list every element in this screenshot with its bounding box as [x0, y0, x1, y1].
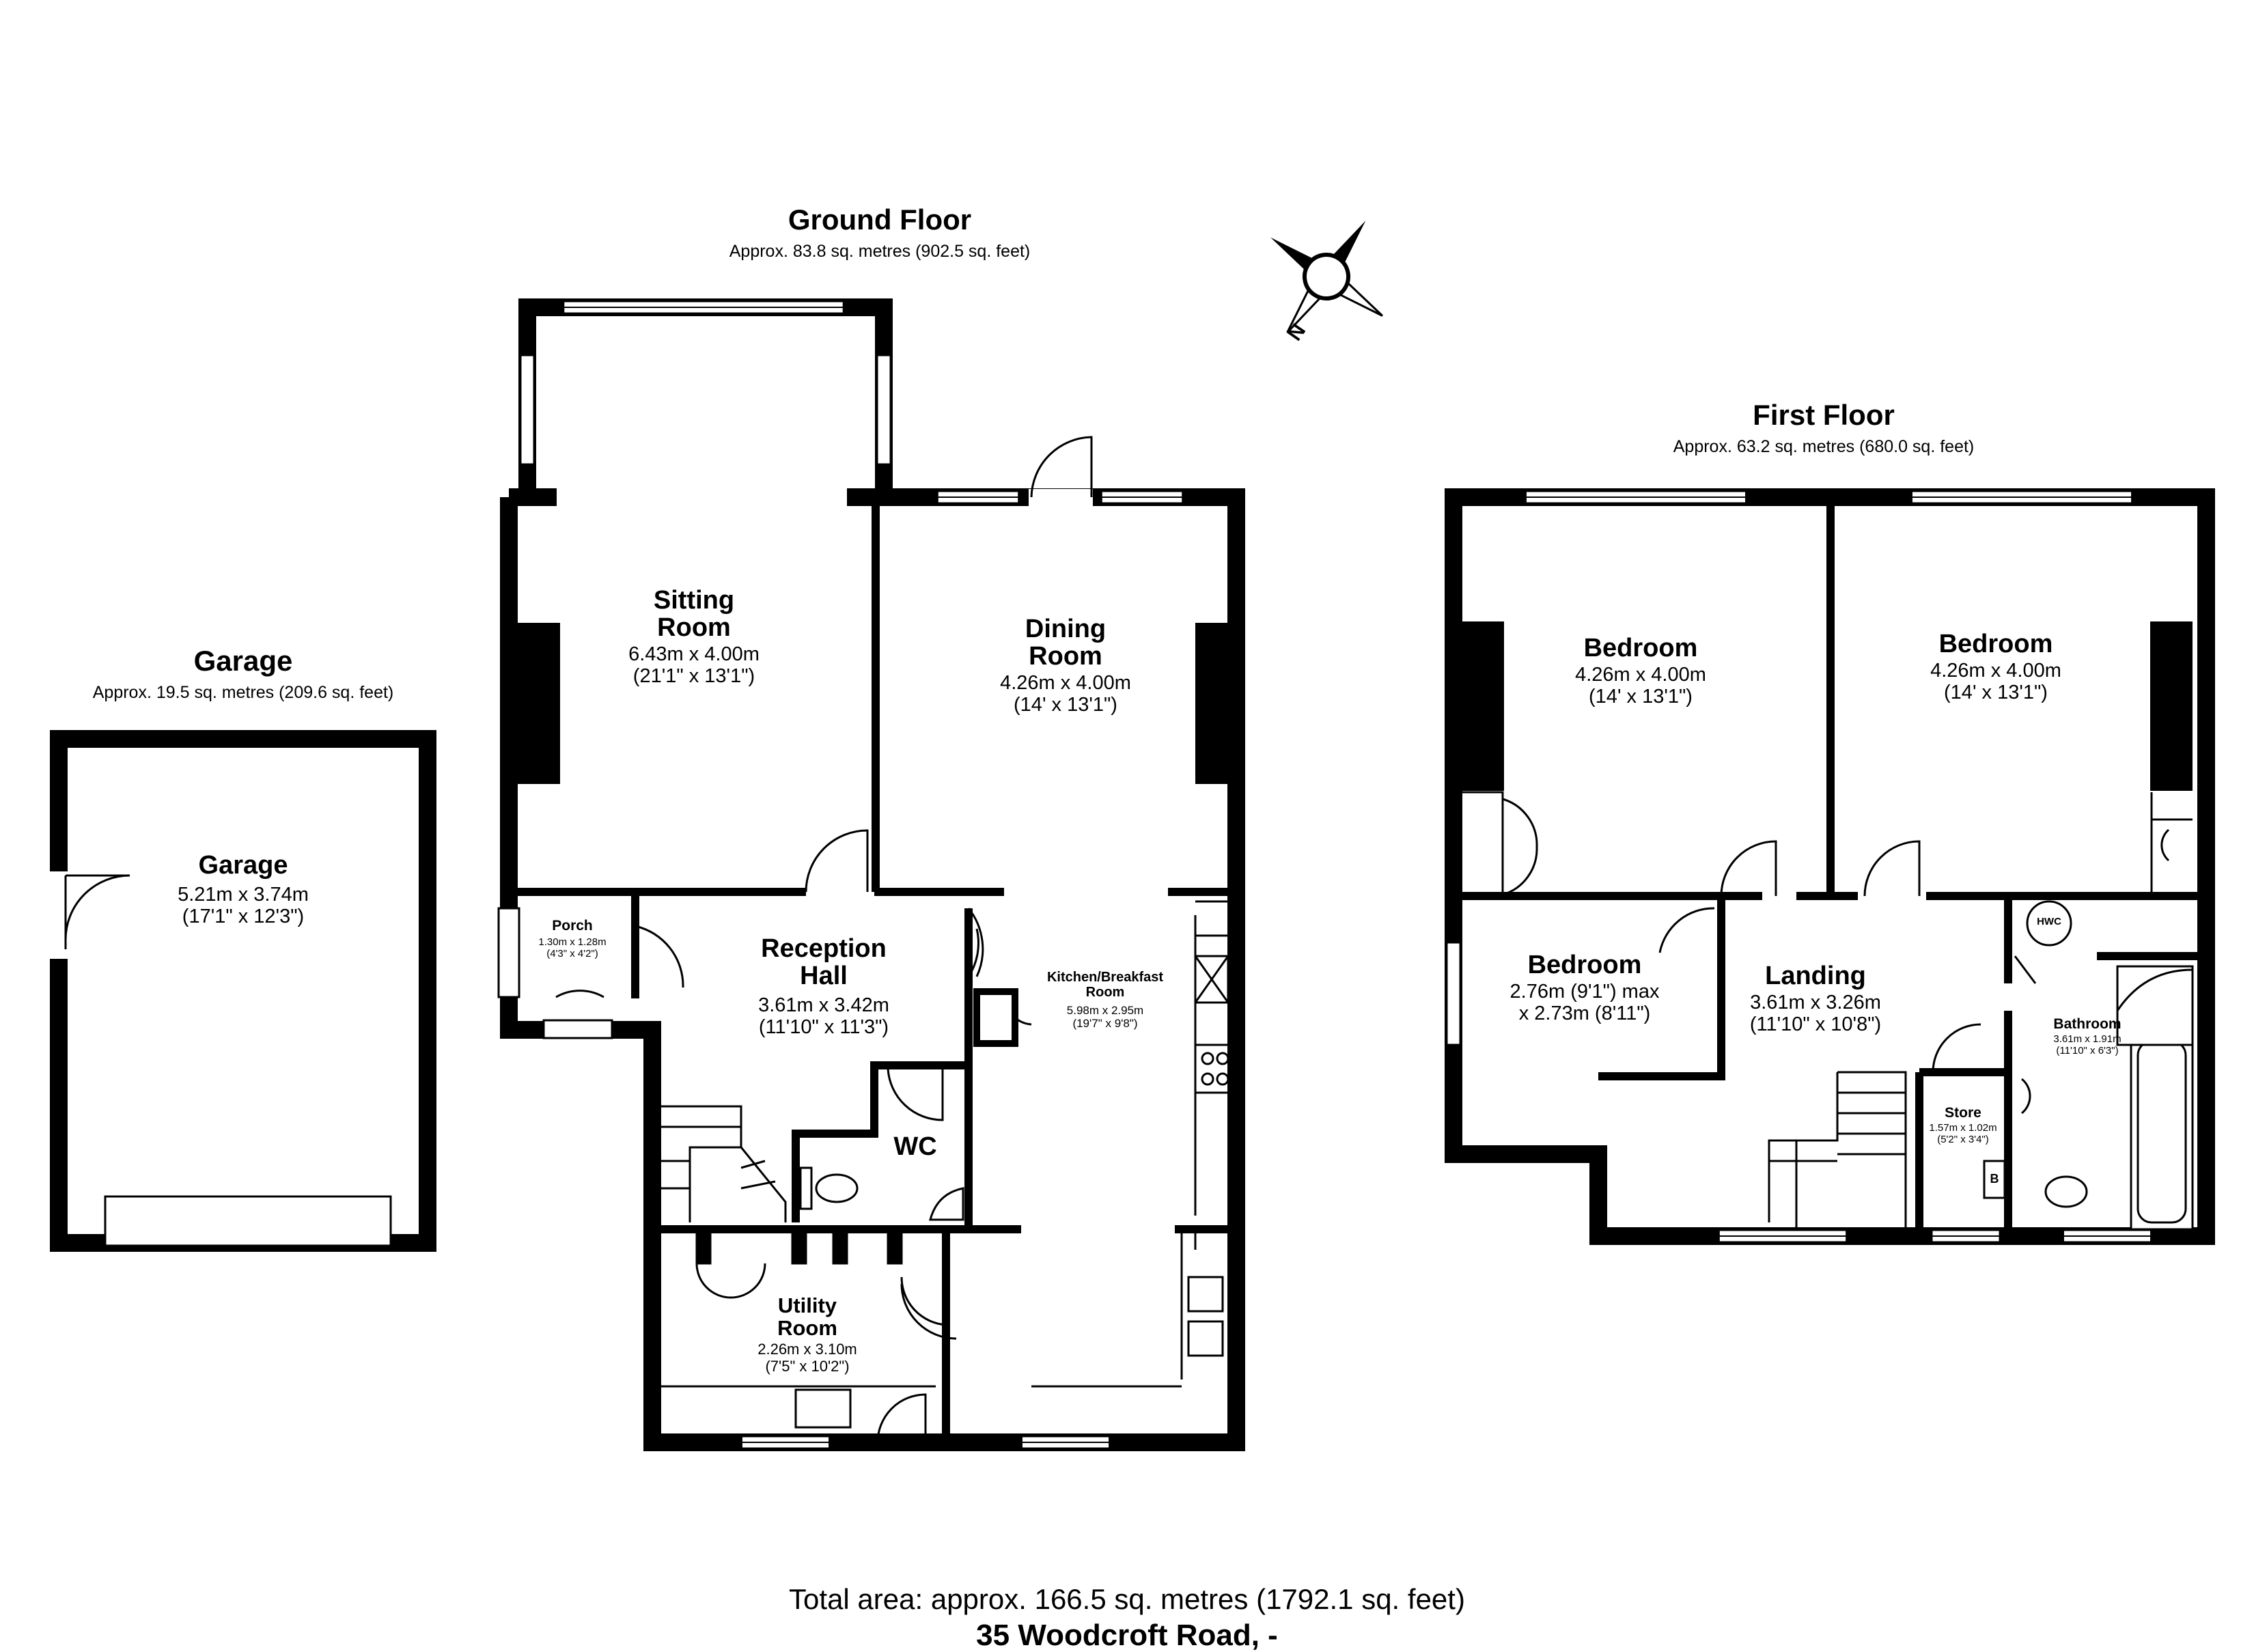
hwc-cylinder — [2026, 900, 2072, 947]
total-area: Total area: approx. 166.5 sq. metres (17… — [789, 1583, 1465, 1615]
ground-floor-area: Approx. 83.8 sq. metres (902.5 sq. feet) — [729, 242, 1031, 261]
first-floor-outer-wall — [1445, 488, 2215, 1245]
bedroom-3-name: Bedroom — [1527, 951, 1642, 979]
reception-hall-name: Reception Hall — [761, 934, 887, 990]
sitting-room-name: Sitting Room — [653, 586, 735, 642]
dining-room-dims: 4.26m x 4.00m (14' x 13'1") — [1000, 672, 1131, 716]
first-floor-stairs — [1768, 1071, 1907, 1229]
garage-main-door — [104, 1195, 392, 1247]
dining-room-chimney — [1195, 623, 1238, 784]
garage-room-name: Garage — [198, 851, 288, 880]
dining-room-name: Dining Room — [1025, 615, 1107, 671]
wc-wall — [792, 1061, 969, 1222]
hwc-label: HWC — [2037, 916, 2061, 927]
garage-room-dims: 5.21m x 3.74m (17'1" x 12'3") — [178, 884, 309, 928]
ground-floor-outer-wall — [500, 488, 1245, 1451]
garage-side-door — [64, 874, 130, 940]
garage-area: Approx. 19.5 sq. metres (209.6 sq. feet) — [92, 683, 394, 702]
sitting-room-chimney — [518, 623, 560, 784]
store-dims: 1.57m x 1.02m (5'2" x 3'4") — [1929, 1122, 1997, 1145]
bathroom-name: Bathroom — [2053, 1016, 2121, 1032]
ground-stairs — [661, 1105, 787, 1222]
bedroom-3-dims: 2.76m (9'1") max x 2.73m (8'11") — [1509, 981, 1660, 1025]
ground-floor-plan — [497, 298, 1245, 1451]
first-floor-area: Approx. 63.2 sq. metres (680.0 sq. feet) — [1673, 437, 1975, 456]
utility-room-dims: 2.26m x 3.10m (7'5" x 10'2") — [757, 1341, 857, 1375]
first-floor-plan — [1445, 488, 2215, 1245]
store-name: Store — [1945, 1105, 1981, 1121]
landing-dims: 3.61m x 3.26m (11'10" x 10'8") — [1749, 992, 1882, 1036]
bedroom-2-name: Bedroom — [1938, 630, 2053, 658]
bathroom-dims: 3.61m x 1.91m (11'10" x 6'3") — [2053, 1033, 2121, 1056]
boiler — [1983, 1160, 2006, 1199]
bedroom-1-dims: 4.26m x 4.00m (14' x 13'1") — [1575, 664, 1706, 708]
garage-plan — [48, 730, 436, 1252]
porch-dims: 1.30m x 1.28m (4'3" x 4'2") — [538, 936, 607, 960]
wc-name: WC — [893, 1132, 937, 1161]
bedroom-1-name: Bedroom — [1583, 634, 1698, 662]
bedroom-2-dims: 4.26m x 4.00m (14' x 13'1") — [1930, 660, 2061, 704]
ground-floor-title: Ground Floor — [788, 204, 972, 236]
landing-name: Landing — [1765, 962, 1866, 990]
reception-hall-dims: 3.61m x 3.42m (11'10" x 11'3") — [758, 994, 889, 1039]
utility-room-name: Utility Room — [777, 1293, 837, 1340]
first-floor-title: First Floor — [1753, 399, 1895, 431]
sitting-room-dims: 6.43m x 4.00m (21'1" x 13'1") — [628, 643, 760, 688]
compass-rose-icon — [1270, 221, 1383, 333]
property-address: 35 Woodcroft Road, - — [976, 1619, 1278, 1652]
kitchen-dims: 5.98m x 2.95m (19'7" x 9'8") — [1066, 1004, 1144, 1031]
garage-title: Garage — [193, 645, 293, 677]
garage-wall — [50, 730, 436, 1252]
porch-name: Porch — [552, 918, 593, 934]
boiler-label: B — [1990, 1172, 1999, 1186]
sitting-room-bay-wall — [518, 298, 893, 497]
kitchen-name: Kitchen/Breakfast Room — [1046, 970, 1164, 1000]
kitchen-units — [900, 900, 1236, 1388]
